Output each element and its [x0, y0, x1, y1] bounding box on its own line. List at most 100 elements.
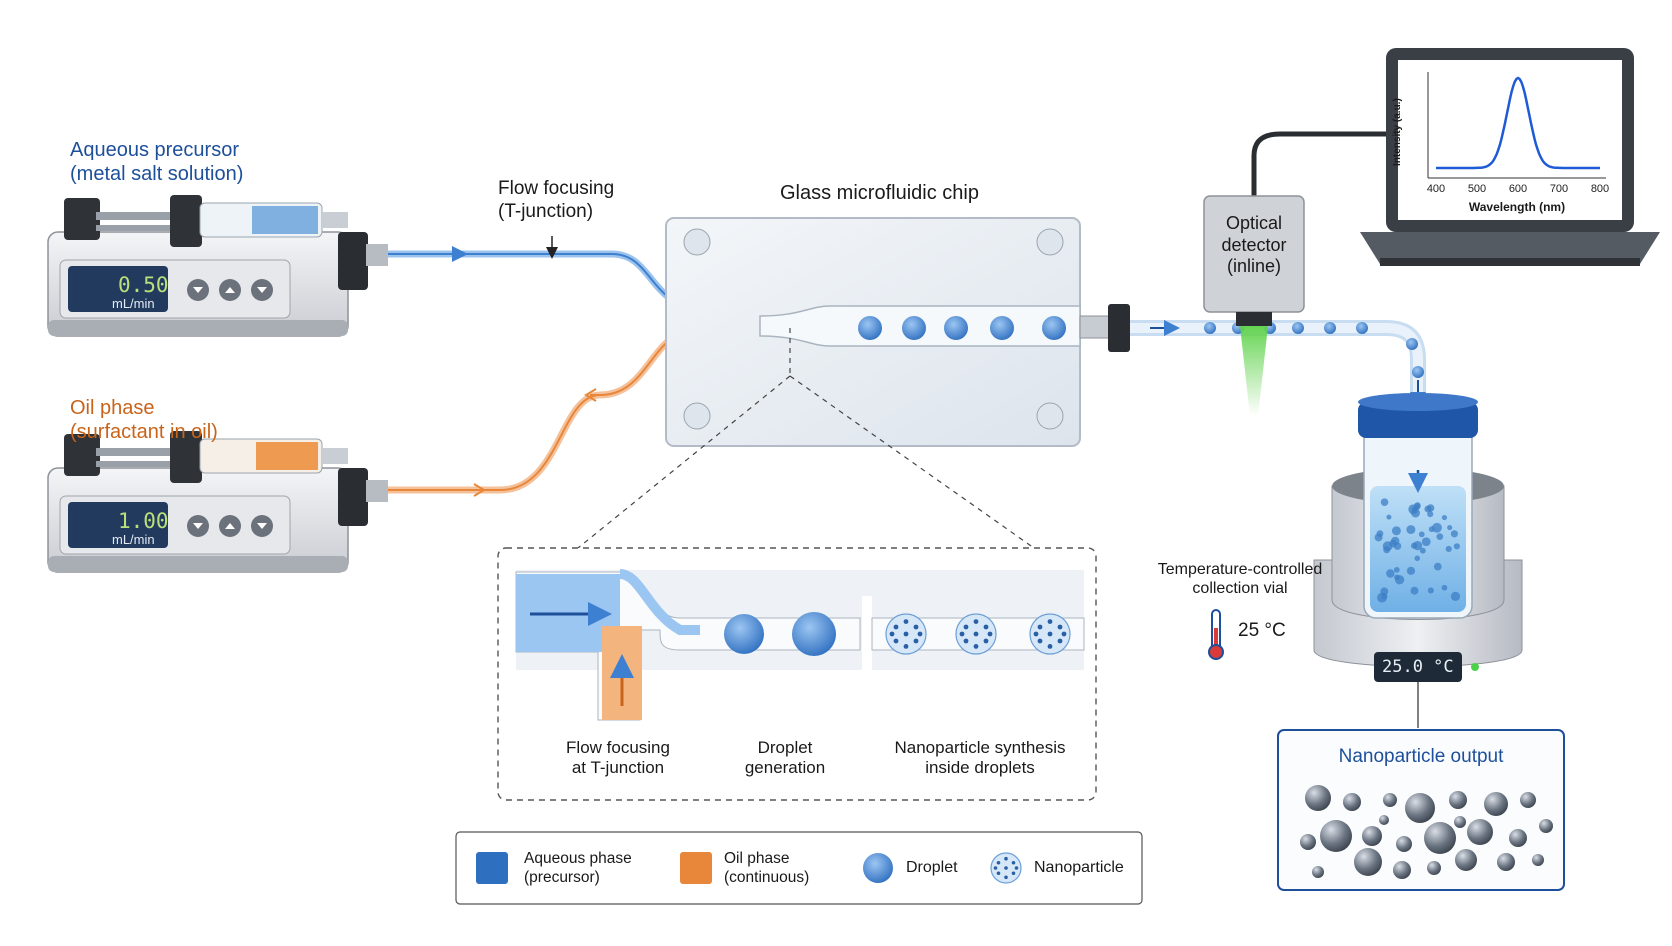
- nanoparticle-dot: [993, 866, 998, 870]
- vial-particle: [1406, 566, 1416, 575]
- vial-particle: [1453, 543, 1460, 550]
- vial-particle: [1433, 562, 1442, 571]
- legend-aqueous-swatch: [476, 852, 508, 884]
- nanoparticle: [1455, 849, 1477, 871]
- nanoparticle-dot: [893, 624, 899, 630]
- nanoparticle-dot: [1011, 860, 1016, 865]
- vial-particle: [1374, 533, 1383, 542]
- aqueous-flow-display: [68, 266, 168, 312]
- vial-particle: [1393, 566, 1400, 573]
- vial-cap: [1358, 402, 1478, 438]
- collection-line2: collection vial: [1192, 580, 1288, 598]
- nanoparticle: [1305, 785, 1331, 811]
- vial-particle: [1386, 569, 1395, 578]
- nanoparticle-dot: [1047, 631, 1053, 637]
- nanoparticle-dot: [913, 638, 919, 644]
- vial-particle: [1418, 531, 1425, 538]
- nanoparticle-dot: [963, 638, 969, 644]
- droplet: [1292, 322, 1304, 334]
- spectrum-tick-label: 400: [1427, 183, 1445, 195]
- droplet: [724, 614, 764, 654]
- nanoparticle: [1539, 819, 1553, 833]
- vial-particle: [1410, 542, 1418, 549]
- droplet: [792, 612, 836, 656]
- vial-particle: [1386, 514, 1392, 520]
- zoom-nanoparticle-droplets: [885, 613, 1071, 655]
- legend-oil-line2: (continuous): [724, 868, 810, 886]
- laptop: [1360, 48, 1660, 266]
- nanoparticle-dot: [959, 631, 965, 637]
- vial-particle: [1380, 498, 1389, 507]
- vial-particle: [1391, 526, 1401, 536]
- nanoparticle-dot: [1047, 644, 1053, 649]
- vial-particle: [1432, 522, 1442, 533]
- nanoparticle-dot: [1033, 631, 1039, 637]
- zoom-step1-line2: at T-junction: [571, 758, 665, 778]
- nanoparticle: [1354, 848, 1382, 876]
- nanoparticle: [1300, 834, 1316, 850]
- legend-nanoparticle-icon: [990, 852, 1022, 884]
- nanoparticle: [1467, 819, 1493, 845]
- nanoparticle-dot: [996, 871, 1001, 876]
- bath-temp-value: 25.0 °C: [1382, 657, 1454, 677]
- detector-label: Optical detector (inline): [1204, 213, 1304, 278]
- vial-particle: [1421, 537, 1431, 547]
- aqueous-flow-unit: mL/min: [112, 296, 155, 311]
- nanoparticle-dot: [973, 644, 979, 649]
- nanoparticle: [1424, 822, 1456, 854]
- nanoparticle: [1362, 826, 1382, 846]
- output-title: Nanoparticle output: [1338, 746, 1504, 767]
- chip-screw: [1036, 402, 1064, 430]
- vial-particle: [1394, 575, 1405, 585]
- chip-screw: [683, 228, 711, 256]
- vial-particle: [1390, 536, 1400, 546]
- legend: [455, 831, 1143, 905]
- nanoparticle-dot: [996, 860, 1001, 865]
- droplet: [1042, 316, 1066, 340]
- oil-flow-unit: mL/min: [112, 532, 155, 547]
- legend-nanoparticle-label: Nanoparticle: [1034, 859, 1124, 876]
- oil-syringe-fluid: [256, 442, 318, 470]
- droplet: [1406, 338, 1418, 350]
- nanoparticle-dot: [983, 624, 989, 630]
- legend-oil-swatch: [680, 852, 712, 884]
- vial-particle: [1411, 508, 1421, 518]
- chip-droplets: [858, 316, 1066, 340]
- vial-particle: [1383, 546, 1391, 554]
- vial-particle: [1424, 505, 1432, 513]
- spectrum-tick-label: 500: [1468, 183, 1486, 195]
- vial-particle: [1427, 587, 1434, 594]
- spectrum-tick-label: 700: [1550, 183, 1568, 195]
- vial-particle: [1419, 547, 1426, 554]
- nanoparticle: [1393, 861, 1411, 879]
- nanoparticle-dot: [917, 631, 923, 637]
- zoom-step1-line1: Flow focusing: [566, 738, 670, 757]
- nanoparticle: [1383, 793, 1397, 807]
- spectrum-xlabel: Wavelength (nm): [1468, 200, 1566, 214]
- zoom-step2-line2: generation: [744, 758, 826, 778]
- nanoparticle-droplet: [1029, 613, 1071, 655]
- vial-particle: [1381, 593, 1388, 600]
- nanoparticle-dot: [1047, 619, 1053, 624]
- zoom-step2-line1: Droplet: [757, 738, 813, 757]
- nanoparticle-dot: [973, 631, 979, 637]
- output-nanoparticles: [1300, 785, 1553, 879]
- nanoparticle-dot: [889, 631, 895, 637]
- aqueous-title-line1: Aqueous precursor: [70, 139, 239, 161]
- nanoparticle-dot: [983, 638, 989, 644]
- vial-particle: [1413, 503, 1421, 511]
- nanoparticle-dot: [1037, 638, 1043, 644]
- nanoparticle-dot: [1014, 866, 1019, 870]
- legend-aqueous-line2: (precursor): [524, 868, 600, 886]
- nanoparticle-dot: [1057, 624, 1063, 630]
- legend-aqueous-label: Aqueous phase (precursor): [524, 850, 632, 887]
- oil-flow-value: 1.00: [118, 509, 169, 533]
- nanoparticle-dot: [1004, 875, 1008, 880]
- chip-title: Glass microfluidic chip: [780, 182, 979, 204]
- aqueous-syringe-pump: [47, 195, 388, 337]
- nanoparticle: [1484, 792, 1508, 816]
- detector-line1: Optical: [1225, 213, 1283, 233]
- nanoparticle-dot: [1011, 871, 1016, 876]
